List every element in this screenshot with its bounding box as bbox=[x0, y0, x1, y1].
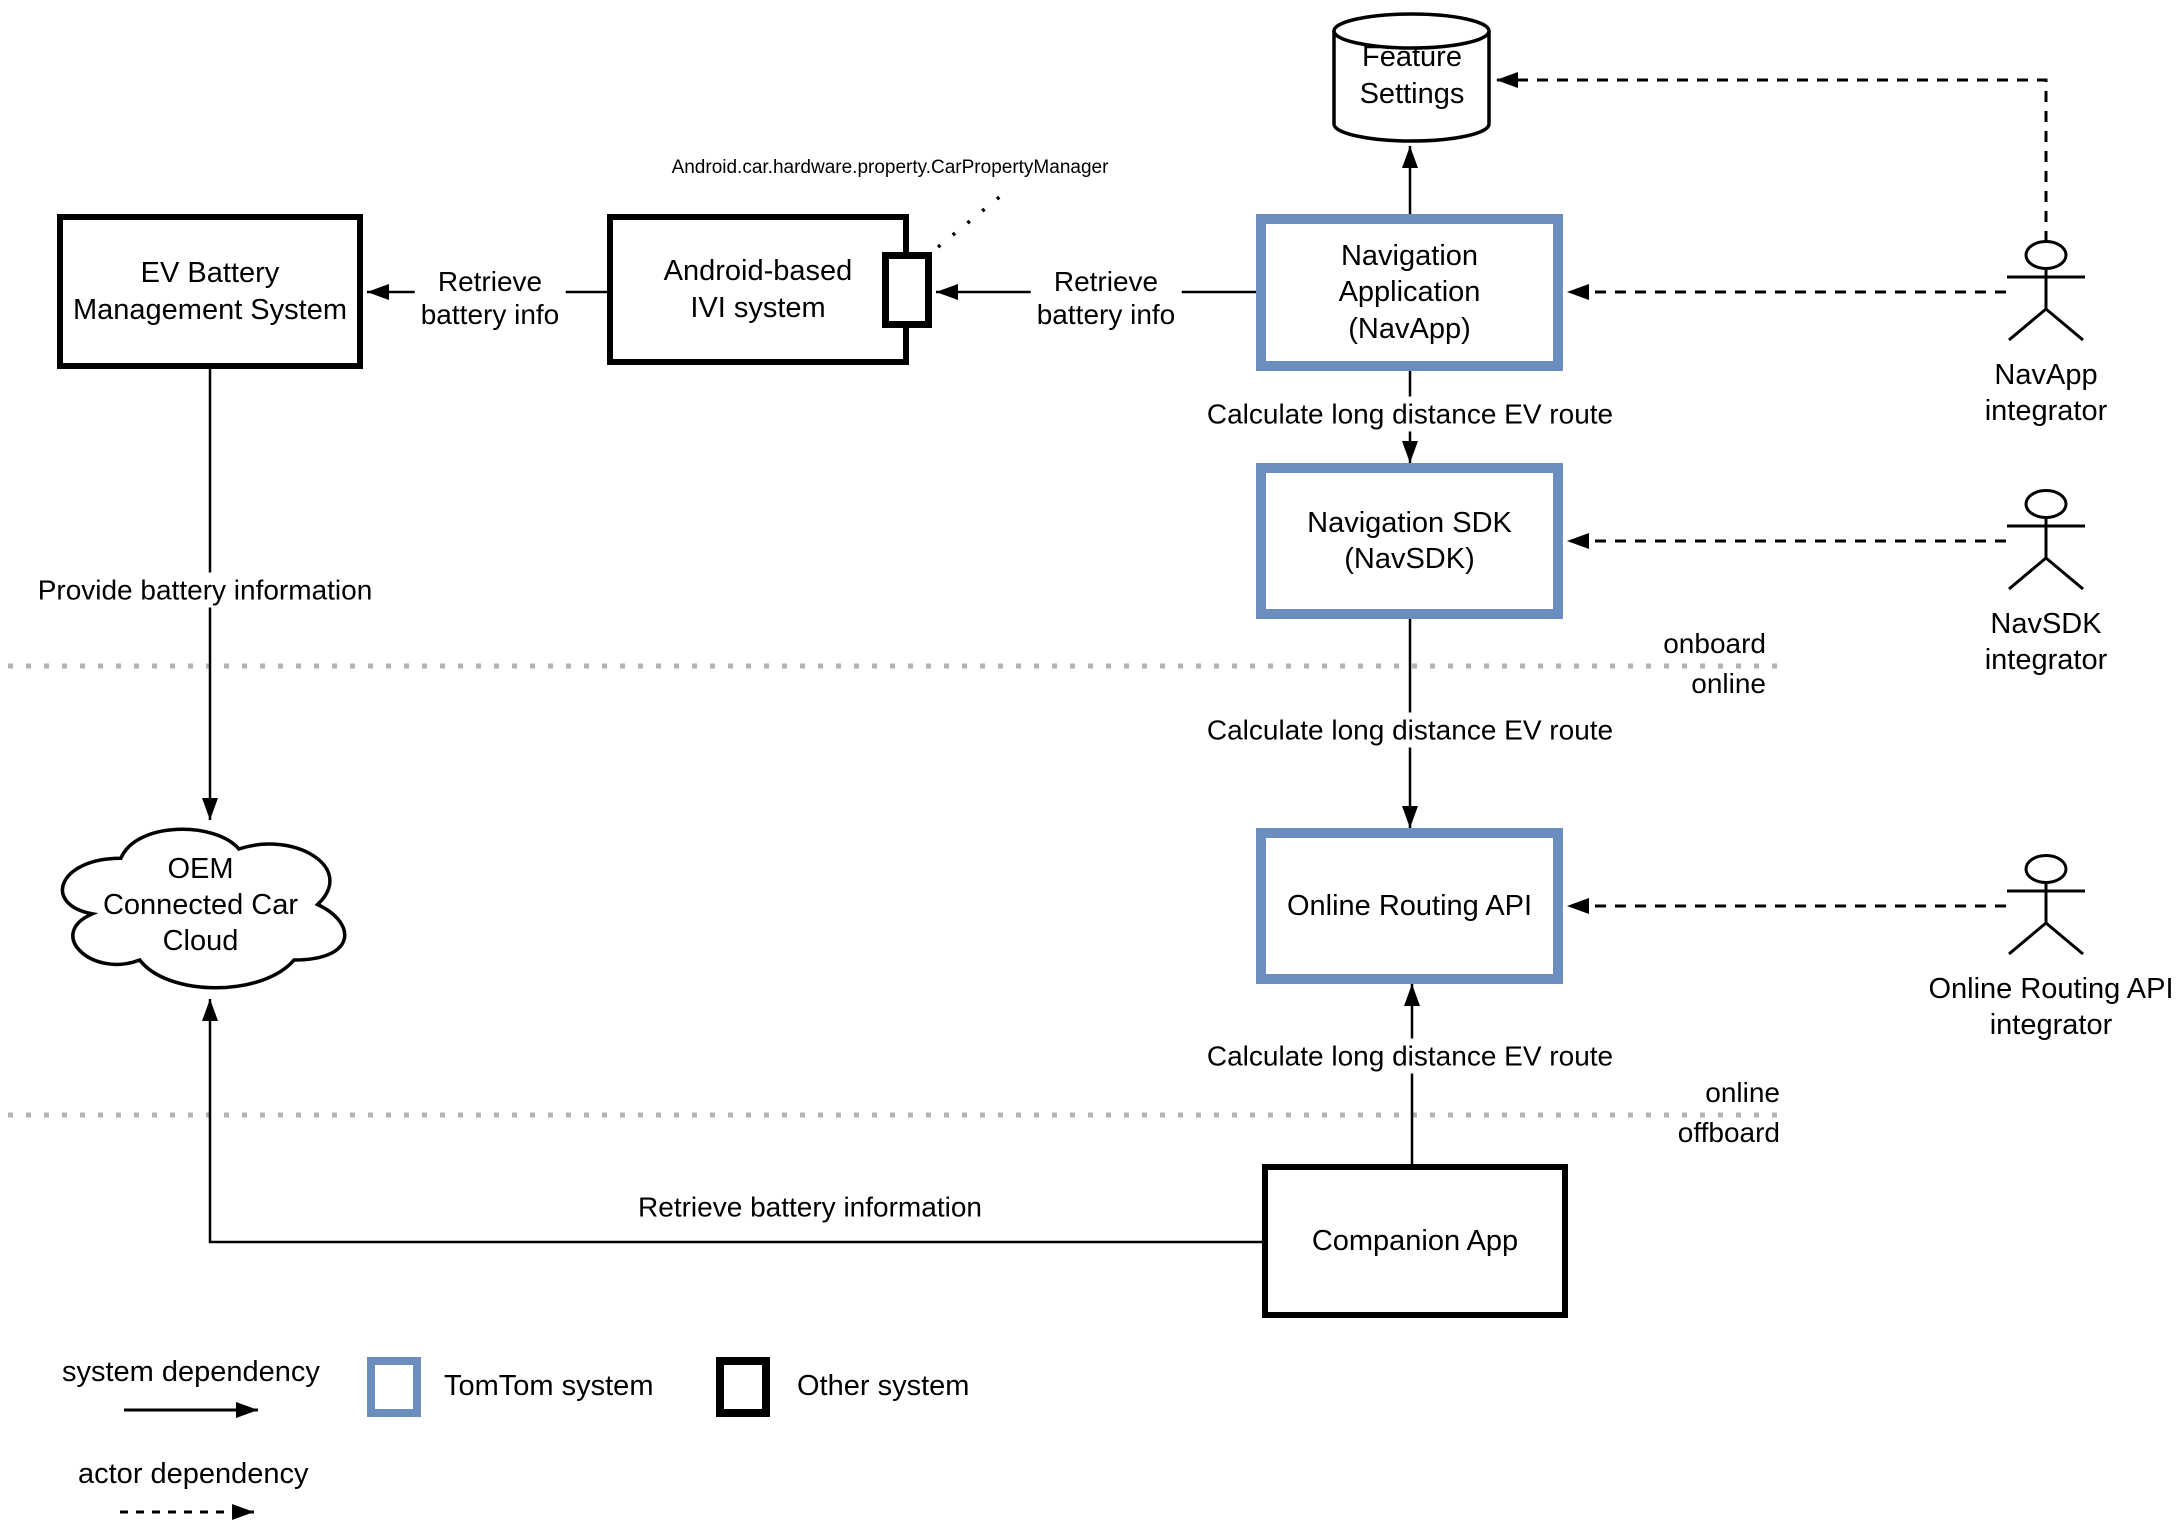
legend-actor-dependency-label: actor dependency bbox=[78, 1458, 309, 1490]
online-routing-api-integrator-label: Online Routing API integrator bbox=[1928, 972, 2174, 1041]
edge-label-retrieve-battery-information: Retrieve battery information bbox=[632, 1189, 988, 1225]
node-label: EV Battery Management System bbox=[72, 257, 347, 326]
node-ev-battery-management-system: EV Battery Management System bbox=[57, 214, 363, 369]
edge-label-provide-battery-information: Provide battery information bbox=[31, 572, 379, 608]
navsdk-integrator-figure bbox=[2007, 489, 2085, 591]
legend-other-swatch bbox=[716, 1357, 770, 1417]
navapp-integrator-figure bbox=[2007, 240, 2085, 342]
node-navigation-application: Navigation Application (NavApp) bbox=[1256, 214, 1563, 371]
legend-other-system-label: Other system bbox=[797, 1370, 970, 1402]
edge-label-calculate-route-3: Calculate long distance EV route bbox=[1200, 1038, 1620, 1074]
separator1-top-label: onboard bbox=[1663, 628, 1766, 659]
navsdk-integrator-label: NavSDK integrator bbox=[1984, 607, 2108, 676]
edge-label-calculate-route-2: Calculate long distance EV route bbox=[1200, 712, 1620, 748]
oem-cloud-label: OEM Connected Car Cloud bbox=[102, 852, 299, 958]
separator2-top-label: online bbox=[1705, 1077, 1780, 1108]
port-annotation-label: Android.car.hardware.property.CarPropert… bbox=[671, 157, 1109, 178]
feature-settings-label: Feature Settings bbox=[1359, 41, 1465, 110]
legend-system-dependency-label: system dependency bbox=[62, 1356, 320, 1388]
car-property-manager-port bbox=[882, 252, 932, 328]
node-label: Online Routing API bbox=[1286, 889, 1533, 922]
separator2-bottom-label: offboard bbox=[1677, 1117, 1780, 1148]
node-label: Android-based IVI system bbox=[663, 255, 853, 324]
edge-label-calculate-route-1: Calculate long distance EV route bbox=[1200, 396, 1620, 432]
oem-cloud-shape bbox=[60, 827, 347, 990]
node-label: Navigation Application (NavApp) bbox=[1338, 240, 1481, 345]
online-routing-api-integrator-figure bbox=[2007, 854, 2085, 956]
node-android-ivi-system: Android-based IVI system bbox=[607, 214, 909, 365]
legend-tomtom-system-label: TomTom system bbox=[444, 1370, 654, 1402]
node-label: Companion App bbox=[1311, 1224, 1519, 1257]
edge-retrieve-battery-information bbox=[202, 999, 1262, 1244]
legend-tomtom-swatch bbox=[367, 1357, 421, 1417]
edge-navapp-integrator-to-feature-settings bbox=[1496, 72, 2048, 242]
port-annotation-leader bbox=[936, 188, 1010, 249]
edge-label-retrieve-battery-info-left: Retrieve battery info bbox=[414, 263, 566, 333]
edge-label-retrieve-battery-info-right: Retrieve battery info bbox=[1030, 263, 1182, 333]
separator1-bottom-label: online bbox=[1691, 668, 1766, 699]
feature-settings-shape bbox=[1332, 12, 1491, 143]
node-companion-app: Companion App bbox=[1262, 1164, 1568, 1318]
navapp-integrator-label: NavApp integrator bbox=[1984, 358, 2108, 427]
node-online-routing-api: Online Routing API bbox=[1256, 828, 1563, 984]
node-navigation-sdk: Navigation SDK (NavSDK) bbox=[1256, 463, 1563, 619]
node-label: Navigation SDK (NavSDK) bbox=[1307, 506, 1512, 575]
